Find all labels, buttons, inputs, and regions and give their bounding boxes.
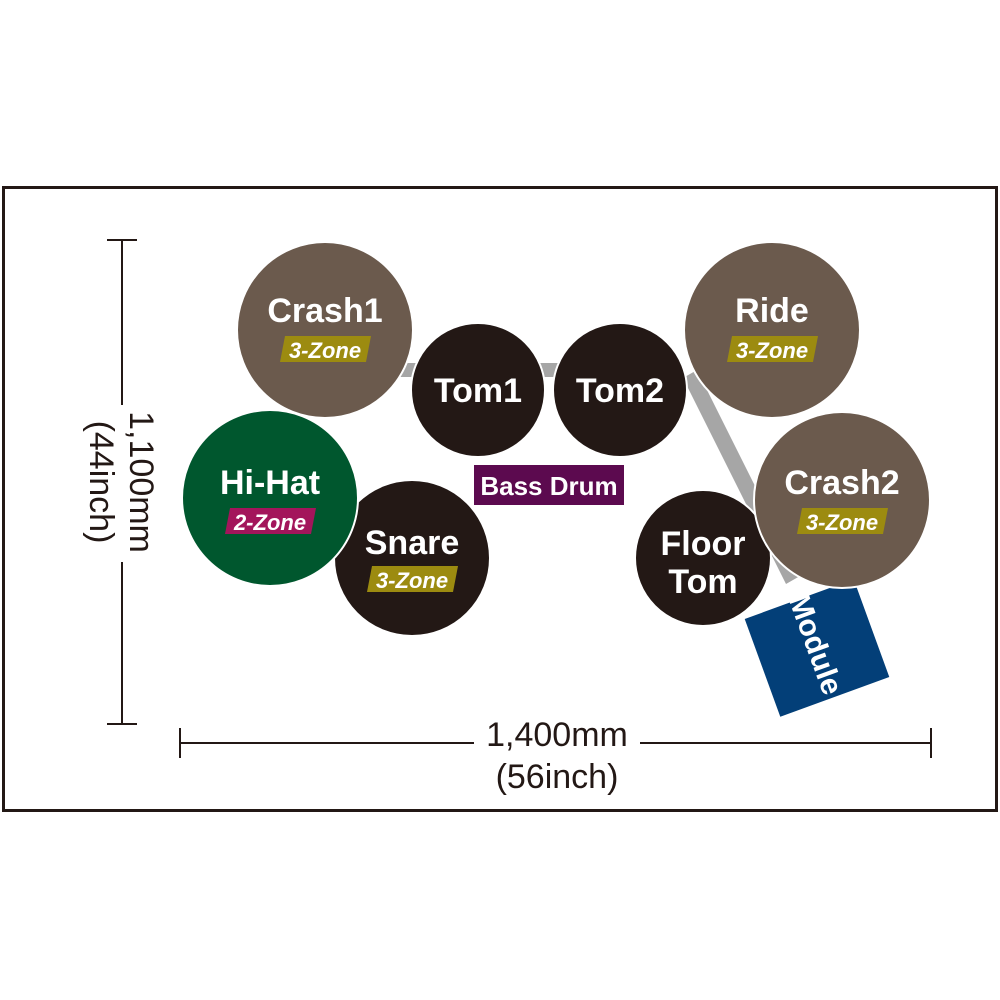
module-unit: Module — [744, 579, 890, 717]
depth-dimension — [107, 239, 137, 725]
zone-badge: 3-Zone — [289, 338, 361, 363]
pad-label: Snare — [365, 524, 460, 562]
pad-crash1: Crash1 3-Zone — [236, 241, 414, 419]
pad-tom2: Tom2 — [552, 322, 688, 458]
depth-label: 1,100mm (44inch) — [82, 411, 160, 553]
pad-label: Tom2 — [576, 372, 664, 410]
depth-inch: (44inch) — [82, 421, 120, 544]
pad-hihat: Hi-Hat 2-Zone — [181, 409, 359, 587]
pad-label: Bass Drum — [480, 471, 617, 501]
zone-badge: 2-Zone — [233, 510, 306, 535]
pad-label: Hi-Hat — [220, 464, 320, 502]
pad-label: Floor — [661, 525, 746, 563]
zone-badge: 3-Zone — [376, 568, 448, 593]
pad-floor-tom: Floor Tom — [634, 489, 772, 627]
width-mm: 1,400mm — [486, 716, 628, 754]
zone-badge: 3-Zone — [736, 338, 808, 363]
width-inch: (56inch) — [496, 758, 619, 796]
pad-label: Crash2 — [784, 464, 899, 502]
pad-label: Ride — [735, 292, 809, 330]
zone-badge: 3-Zone — [806, 510, 878, 535]
pad-label: Crash1 — [267, 292, 382, 330]
pad-snare: Snare 3-Zone — [333, 479, 491, 637]
pad-bass-drum: Bass Drum — [474, 465, 624, 505]
width-dimension — [179, 728, 932, 758]
pad-tom1: Tom1 — [410, 322, 546, 458]
depth-mm: 1,100mm — [122, 411, 160, 553]
pad-label: Tom1 — [434, 372, 522, 410]
pad-crash2: Crash2 3-Zone — [753, 411, 931, 589]
pad-label: Tom — [668, 563, 737, 601]
pad-ride: Ride 3-Zone — [683, 241, 861, 419]
